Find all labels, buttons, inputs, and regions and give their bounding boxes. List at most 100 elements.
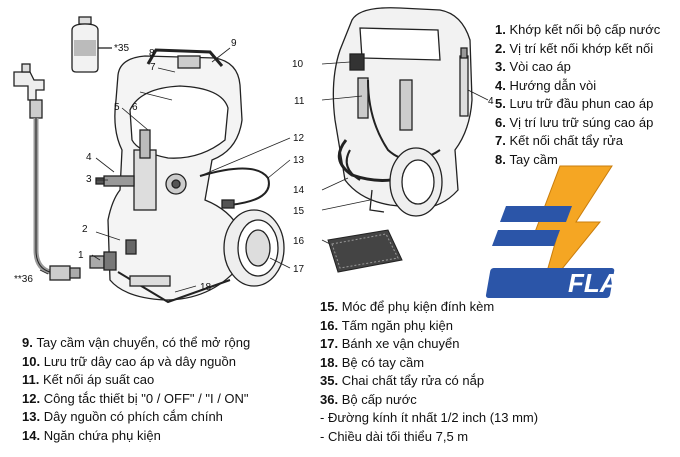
pressure-washer-front-illustration — [13, 16, 285, 304]
legend-item-text: Bánh xe vận chuyển — [341, 336, 460, 351]
legend-item-text: Vị trí lưu trữ súng cao áp — [509, 114, 654, 130]
legend-item: 12. Công tắc thiết bị "0 / OFF" / "I / O… — [22, 390, 250, 409]
legend-item: 18. Bệ có tay cầm — [320, 354, 538, 373]
legend-item-number: 14. — [22, 427, 44, 443]
legend-item: 11. Kết nối áp suất cao — [22, 371, 250, 390]
callout-35: *35 — [114, 43, 129, 54]
callout-3: 3 — [86, 174, 92, 185]
accessory-plate-icon — [327, 229, 403, 273]
logo-text: FLASH — [568, 268, 656, 298]
callout-15: 15 — [293, 206, 305, 217]
legend-item-number: 10. — [22, 353, 44, 369]
legend-item-number: 4. — [495, 77, 510, 93]
callout-7: 7 — [150, 62, 156, 73]
callout-8: 8 — [149, 48, 155, 59]
callout-1: 1 — [78, 250, 84, 261]
callout-18: 18 — [200, 282, 212, 293]
left-callout-labels: 7 9 8 6 5 4 3 2 1 12 13 17 18 *35 **36 — [14, 38, 305, 293]
legend-item-text: Bệ có tay cầm — [341, 354, 425, 370]
legend-item-text: Lưu trữ đầu phun cao áp — [509, 96, 654, 111]
legend-item-text: Ngăn chứa phụ kiện — [43, 427, 161, 443]
legend-item: 14. Ngăn chứa phụ kiện — [22, 427, 250, 446]
legend-item-number: 1. — [495, 22, 510, 37]
legend-item-text: Công tắc thiết bị "0 / OFF" / "I / ON" — [43, 390, 249, 406]
legend-item: 5. Lưu trữ đầu phun cao áp — [495, 95, 660, 114]
callout-2: 2 — [82, 224, 88, 235]
water-hose-icon — [33, 118, 51, 275]
pressure-washer-rear-illustration — [332, 7, 473, 217]
legend-item-text: Chai chất tẩy rửa có nắp — [341, 373, 485, 388]
legend-item-number: 13. — [22, 409, 44, 424]
legend-item-text: Bộ cấp nước — [341, 391, 417, 407]
legend-item-number: 3. — [495, 59, 510, 74]
legend-item: 1. Khớp kết nối bộ cấp nước — [495, 21, 660, 40]
legend-item-number: 5. — [495, 96, 510, 111]
callout-36: **36 — [14, 274, 33, 285]
legend-item: 10. Lưu trữ dây cao áp và dây nguồn — [22, 353, 250, 372]
legend-item-number: 35. — [320, 373, 342, 388]
right-callout-lines — [321, 61, 489, 245]
legend-item-number: 17. — [320, 336, 342, 351]
legend-item: 15. Móc để phụ kiện đính kèm — [320, 298, 538, 317]
callout-5: 5 — [114, 102, 120, 113]
legend-item: 4. Hướng dẫn vòi — [495, 77, 660, 96]
left-callout-lines — [39, 47, 291, 293]
legend-item: 9. Tay cầm vận chuyển, có thể mở rộng — [22, 334, 250, 353]
detergent-bottle-icon — [71, 16, 99, 73]
legend-item-text: Tay cầm vận chuyển, có thể mở rộng — [36, 335, 251, 350]
legend-item: 36. Bộ cấp nước — [320, 391, 538, 410]
legend-item-text: Móc để phụ kiện đính kèm — [341, 299, 495, 314]
legend-item-number: 6. — [495, 114, 510, 130]
legend-item-number: 2. — [495, 40, 510, 56]
legend-item: 16. Tấm ngăn phụ kiện — [320, 317, 538, 336]
legend-item-text: - Chiều dài tối thiểu 7,5 m — [320, 428, 469, 444]
callout-9: 9 — [231, 38, 237, 49]
legend-item-number: 8. — [495, 151, 510, 167]
legend-item-text: Vị trí kết nối khớp kết nối — [509, 40, 654, 56]
legend-item: - Đường kính ít nhất 1/2 inch (13 mm) — [320, 409, 538, 428]
callout-14: 14 — [293, 185, 305, 196]
legend-item-number: 18. — [320, 354, 342, 370]
legend-item-text: Kết nối áp suất cao — [42, 372, 155, 387]
legend-item-number: 12. — [22, 390, 44, 406]
legend-item-number: 11. — [22, 372, 43, 387]
water-tap-icon — [13, 63, 45, 119]
callout-10: 10 — [292, 59, 304, 70]
callout-12: 12 — [293, 133, 305, 144]
callout-17: 17 — [293, 264, 305, 275]
legend-item-text: Tay cầm — [509, 151, 558, 167]
legend-item: 2. Vị trí kết nối khớp kết nối — [495, 40, 660, 59]
legend-item-text: Khớp kết nối bộ cấp nước — [509, 22, 661, 37]
callout-13: 13 — [293, 155, 305, 166]
legend-item-number: 36. — [320, 391, 342, 407]
legend-item-text: Hướng dẫn vòi — [509, 77, 597, 93]
flash-logo: FLASH — [485, 165, 656, 298]
legend-item: 35. Chai chất tẩy rửa có nắp — [320, 372, 538, 391]
legend-item: 7. Kết nối chất tẩy rửa — [495, 132, 660, 151]
legend-item: 17. Bánh xe vận chuyển — [320, 335, 538, 354]
legend-item: 6. Vị trí lưu trữ súng cao áp — [495, 114, 660, 133]
legend-item-number: 15. — [320, 299, 342, 314]
legend-item-text: Kết nối chất tẩy rửa — [509, 133, 623, 148]
callout-4: 4 — [86, 152, 92, 163]
legend-item: 13. Dây nguồn có phích cắm chính — [22, 408, 250, 427]
legend-item: 3. Vòi cao áp — [495, 58, 660, 77]
legend-item-number: 7. — [495, 133, 510, 148]
callout-11: 11 — [294, 96, 305, 107]
legend-item-text: Lưu trữ dây cao áp và dây nguồn — [43, 353, 236, 369]
callout-16: 16 — [293, 236, 305, 247]
callout-4-rear: 4 — [488, 96, 494, 107]
right-callout-labels: 10 11 4 14 15 16 — [292, 59, 494, 247]
legend-item: - Chiều dài tối thiểu 7,5 m — [320, 428, 538, 447]
legend-item-text: Vòi cao áp — [509, 59, 571, 74]
legend-item-text: Dây nguồn có phích cắm chính — [43, 409, 223, 424]
legend-item-number: 9. — [22, 335, 37, 350]
legend-item: 8. Tay cầm — [495, 151, 660, 170]
legend-item-text: Tấm ngăn phụ kiện — [341, 317, 453, 333]
callout-6: 6 — [132, 102, 138, 113]
legend-item-number: 16. — [320, 317, 342, 333]
